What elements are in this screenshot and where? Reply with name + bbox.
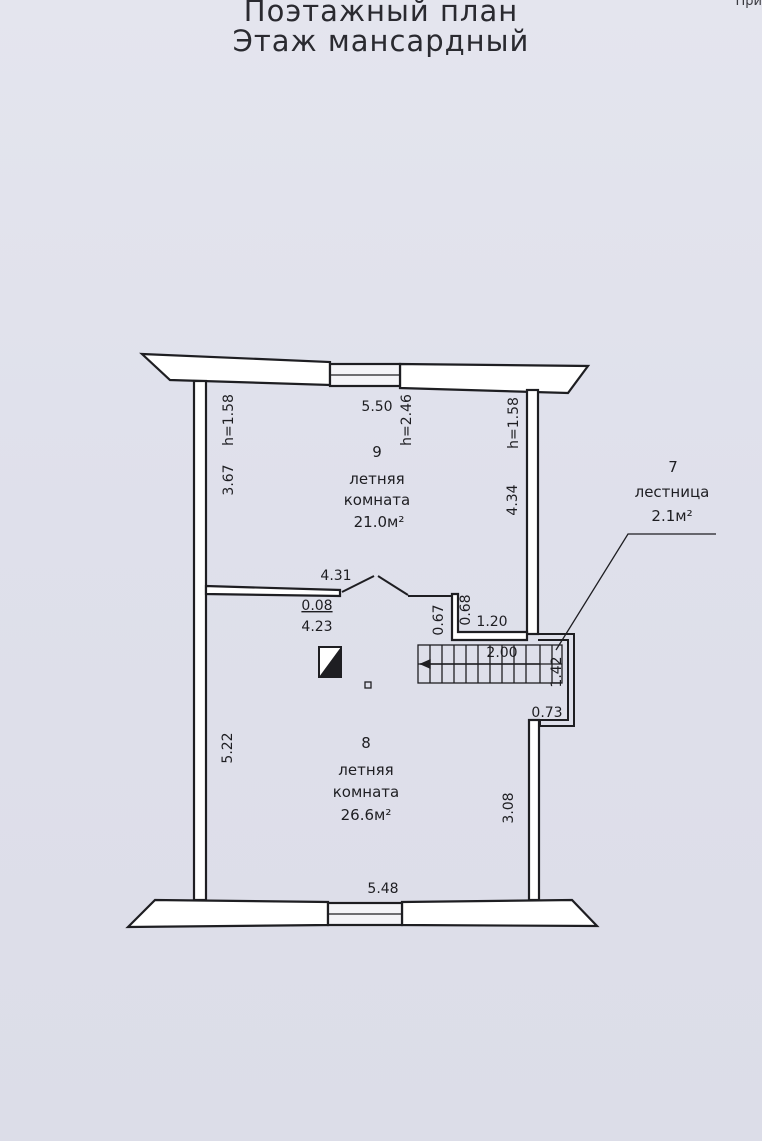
stair-enclosure bbox=[538, 633, 575, 727]
room8-number: 8 bbox=[361, 734, 371, 752]
dim-left-upper: 3.67 bbox=[221, 464, 237, 495]
dim-left-lower: 5.22 bbox=[220, 732, 236, 763]
dim-right-upper: 4.34 bbox=[505, 484, 521, 515]
room9-name-line1: летняя bbox=[349, 470, 404, 488]
partition-right bbox=[450, 592, 529, 642]
dim-stair-width: 2.00 bbox=[486, 645, 517, 661]
right-wall-lower bbox=[527, 718, 541, 902]
room8-name-line2: комната bbox=[333, 783, 399, 801]
dim-height-center: h=2.46 bbox=[399, 394, 415, 446]
dim-height-right: h=1.58 bbox=[506, 397, 522, 449]
partition-left bbox=[204, 584, 342, 598]
room9-area: 21.0м² bbox=[354, 513, 405, 531]
room7-name: лестница bbox=[635, 483, 710, 501]
floor-title: Этаж мансардный bbox=[232, 24, 530, 58]
stair-leader-line bbox=[555, 533, 716, 651]
dim-bottom-width: 5.48 bbox=[367, 881, 398, 897]
room9-number: 9 bbox=[372, 443, 382, 461]
room8-area: 26.6м² bbox=[341, 806, 392, 824]
dim-top-width: 5.50 bbox=[361, 399, 392, 415]
door-leaf-right bbox=[377, 575, 409, 596]
chimney-symbol bbox=[318, 646, 342, 678]
top-wall-right bbox=[398, 362, 591, 395]
dim-partition: 4.31 bbox=[320, 568, 351, 584]
dim-stair-c: 1.20 bbox=[476, 614, 507, 630]
bottom-wall-right bbox=[400, 898, 600, 928]
room7-number: 7 bbox=[668, 458, 678, 476]
staircase bbox=[417, 644, 563, 684]
top-wall-left bbox=[139, 352, 332, 387]
dim-stair-offset: 0.73 bbox=[531, 705, 562, 721]
door-leaf-left bbox=[341, 575, 375, 593]
plan-title: Поэтажный план bbox=[243, 0, 519, 28]
room8-name-line1: летняя bbox=[338, 761, 393, 779]
dim-right-lower: 3.08 bbox=[501, 792, 517, 823]
dim-stair-b: 0.68 bbox=[458, 594, 474, 625]
corner-note: При bbox=[735, 0, 762, 9]
vent-symbol bbox=[364, 681, 372, 689]
room7-area: 2.1м² bbox=[651, 507, 692, 525]
dim-stair-a: 0.67 bbox=[431, 604, 447, 635]
left-wall bbox=[192, 379, 208, 902]
dim-partition-inner: 4.23 bbox=[301, 619, 332, 635]
dim-stair-depth: 1.42 bbox=[549, 656, 565, 687]
right-wall-upper bbox=[525, 388, 540, 636]
room9-name-line2: комната bbox=[344, 491, 410, 509]
dim-height-left: h=1.58 bbox=[221, 394, 237, 446]
dim-wall-thickness: 0.08 bbox=[301, 598, 332, 614]
bottom-wall-left bbox=[125, 898, 330, 929]
